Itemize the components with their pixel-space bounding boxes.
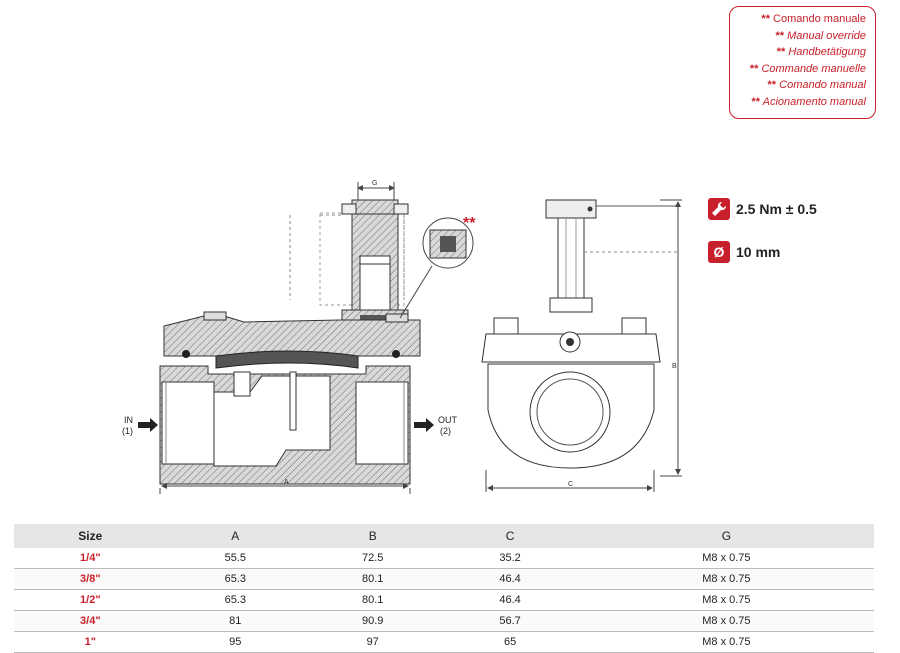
cell-b: 90.9 (304, 610, 442, 632)
inlet-port: (1) (122, 426, 133, 436)
header-g: G (578, 524, 874, 548)
cell-size: 1/4" (14, 548, 167, 569)
legend-line-it: ** Comando manuale (761, 13, 866, 25)
cell-a: 81 (166, 610, 304, 632)
detail-marker: ** (463, 215, 476, 232)
legend-line-es: ** Comando manual (767, 79, 866, 92)
table-row: 3/4" 81 90.9 56.7 M8 x 0.75 (14, 610, 874, 632)
table-row: 1/4" 55.5 72.5 35.2 M8 x 0.75 (14, 548, 874, 569)
cell-size: 3/8" (14, 568, 167, 590)
cell-size: 3/4" (14, 610, 167, 632)
cell-a: 55.5 (166, 548, 304, 569)
legend-line-fr: ** Commande manuelle (749, 62, 866, 75)
cell-a: 65.3 (166, 568, 304, 590)
dimension-c-label: C (568, 481, 573, 488)
dimension-g-label: G (372, 180, 377, 187)
cell-g: M8 x 0.75 (578, 568, 874, 590)
dimensions-table: Size A B C G 1/4" 55.5 72.5 35.2 M8 x 0.… (14, 524, 874, 653)
diameter-value: 10 mm (736, 244, 781, 260)
cell-b: 80.1 (304, 568, 442, 590)
cell-c: 56.7 (441, 610, 579, 632)
dimension-a-label: A (284, 479, 289, 486)
table-header-row: Size A B C G (14, 524, 874, 548)
cell-a: 95 (166, 631, 304, 653)
cell-b: 72.5 (304, 548, 442, 569)
table-row: 1/2" 65.3 80.1 46.4 M8 x 0.75 (14, 589, 874, 611)
cell-b: 97 (304, 631, 442, 653)
diameter-spec: Ø 10 mm (708, 241, 780, 263)
torque-spec: 2.5 Nm ± 0.5 (708, 198, 817, 220)
header-a: A (166, 524, 304, 548)
cell-c: 46.4 (441, 589, 579, 611)
cell-c: 46.4 (441, 568, 579, 590)
header-b: B (304, 524, 442, 548)
cell-g: M8 x 0.75 (578, 548, 874, 569)
torque-value: 2.5 Nm ± 0.5 (736, 201, 817, 217)
outlet-label: OUT (438, 415, 458, 425)
cell-g: M8 x 0.75 (578, 589, 874, 611)
manual-override-legend: ** Comando manuale ** Manual override **… (729, 6, 876, 119)
cell-size: 1/2" (14, 589, 167, 611)
cell-b: 80.1 (304, 589, 442, 611)
cell-g: M8 x 0.75 (578, 610, 874, 632)
diameter-icon: Ø (708, 241, 730, 263)
header-size: Size (14, 524, 167, 548)
sectional-view: G A IN (1) OUT (2) (122, 180, 458, 494)
cell-g: M8 x 0.75 (578, 631, 874, 653)
cell-c: 35.2 (441, 548, 579, 569)
inlet-arrow-icon (138, 418, 158, 432)
outlet-port: (2) (440, 426, 451, 436)
legend-line-en: ** Manual override (775, 29, 867, 42)
manual-override-detail: ** (399, 215, 476, 319)
outlet-arrow-icon (414, 418, 434, 432)
cell-size: 1" (14, 631, 167, 653)
valve-technical-drawing: G A IN (1) OUT (2) ** (122, 180, 682, 494)
inlet-label: IN (124, 415, 133, 425)
cell-a: 65.3 (166, 589, 304, 611)
dimension-b-label: B (672, 363, 677, 370)
header-c: C (441, 524, 579, 548)
side-view: C B (481, 199, 682, 492)
table-row: 1" 95 97 65 M8 x 0.75 (14, 631, 874, 653)
table-row: 3/8" 65.3 80.1 46.4 M8 x 0.75 (14, 568, 874, 590)
legend-line-de: ** Handbetätigung (776, 46, 866, 59)
cell-c: 65 (441, 631, 579, 653)
wrench-icon (708, 198, 730, 220)
legend-line-pt: ** Acionamento manual (751, 95, 866, 108)
